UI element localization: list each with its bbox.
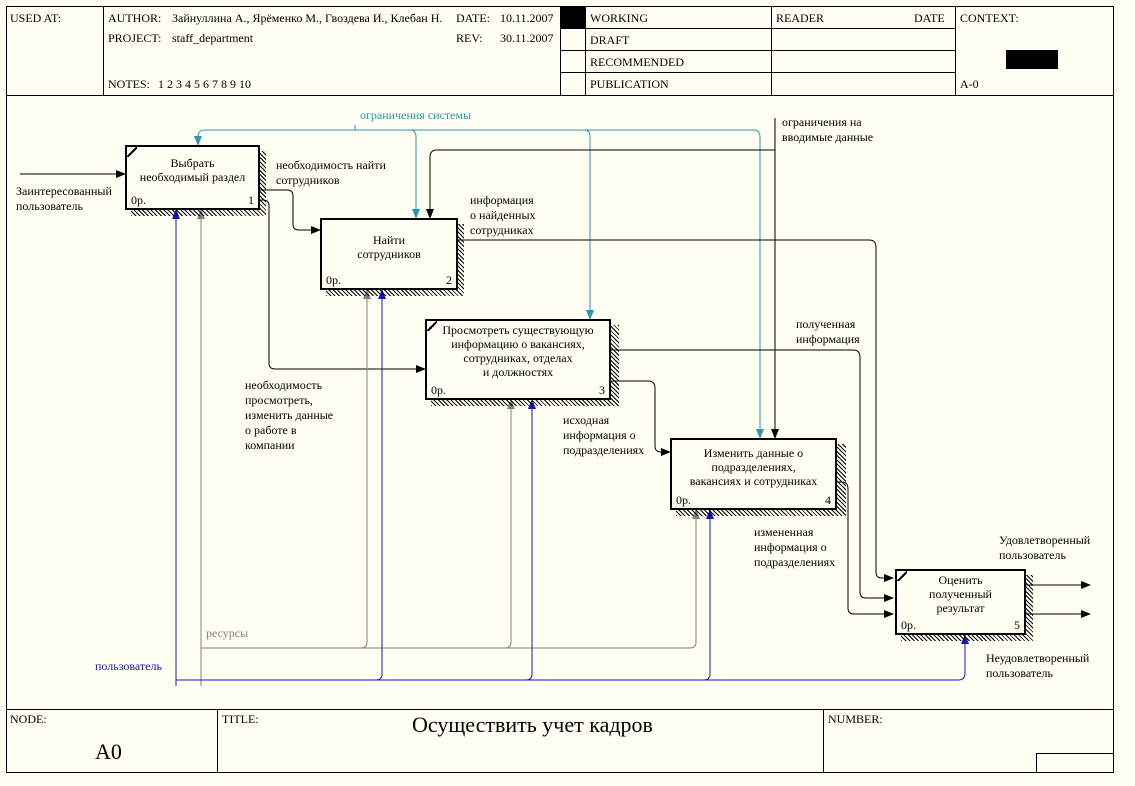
mechanism-arrows-resources [197,209,700,686]
status-draft: DRAFT [590,33,630,47]
working-marker [561,7,585,28]
used-at-label: USED AT: [10,11,62,25]
notes-label: NOTES: [108,77,150,91]
activity-box-1[interactable]: Выбрать необходимый раздел 0р. 1 [125,145,260,210]
rev-value: 30.11.2007 [500,31,554,45]
header-sep-5 [955,6,956,95]
label-system-constraints: ограничения системы [360,108,472,122]
box-4-number: 4 [825,493,831,507]
box-3-number: 3 [599,383,605,397]
project-value: staff_department [172,31,254,45]
box-1-cost: 0р. [131,193,146,207]
label-resources: ресурсы [206,626,249,640]
box-4-title: Изменить данные о подразделениях, ваканс… [689,446,818,488]
context-node: A-0 [960,77,979,91]
box-4-cost: 0р. [676,493,691,507]
diagram-title: Осуществить учет кадров [412,712,653,737]
status-working: WORKING [590,11,648,25]
footer-sep-4 [1036,753,1114,754]
box-3-title: Просмотреть существующую информацию о ва… [442,323,594,379]
context-thumbnail [1006,50,1058,69]
box-1-title: Выбрать необходимый раздел [139,156,246,184]
node-value: A0 [95,739,122,764]
label-changed-info: измененная информация о подразделениях [754,525,836,569]
box-2-number: 2 [446,273,452,287]
label-received-info: полученная информация [796,317,860,346]
rev-label: REV: [456,31,483,45]
box-corner-mark [427,321,437,331]
label-need-find: необходимость найти сотрудников [276,158,386,187]
label-need-view: необходимость просмотреть, изменить данн… [245,378,334,452]
box-corner-mark [127,147,137,157]
activity-box-4[interactable]: Изменить данные о подразделениях, ваканс… [670,438,837,510]
node-label: NODE: [10,712,47,726]
reader-label: READER [776,11,824,25]
label-unsatisfied-user: Неудовлетворенный пользователь [986,651,1090,680]
label-input-constraints: ограничения на вводимые данные [782,115,874,144]
context-label: CONTEXT: [960,11,1019,25]
date-value: 10.11.2007 [500,11,554,25]
number-label: NUMBER: [828,712,883,726]
status-sep-1 [560,28,955,29]
box-5-number: 5 [1014,618,1020,632]
date-label: DATE: [456,11,490,25]
box-2-cost: 0р. [326,273,341,287]
label-source-info: исходная информация о подразделениях [563,413,645,457]
author-label: AUTHOR: [108,11,162,25]
control-arrows-input [426,118,779,439]
notes-value: 1 2 3 4 5 6 7 8 9 10 [158,77,251,91]
control-arrows-system [194,125,764,439]
box-corner-mark [897,571,907,581]
footer-sep-1 [217,709,218,773]
box-2-title: Найти сотрудников [357,233,421,261]
status-publication: PUBLICATION [590,77,669,91]
status-sep-3 [560,72,955,73]
box-5-cost: 0р. [901,618,916,632]
footer-sep-3 [1036,753,1037,773]
footer-divider [6,709,1114,710]
status-recommended: RECOMMENDED [590,55,685,69]
label-satisfied-user: Удовлетворенный пользователь [999,533,1091,562]
label-user: пользователь [95,659,162,673]
box-1-number: 1 [248,193,254,207]
activity-box-3[interactable]: Просмотреть существующую информацию о ва… [425,319,611,400]
box-3-cost: 0р. [431,383,446,397]
reader-date-label: DATE [914,11,945,25]
label-interested-user: Заинтересованный пользователь [16,184,112,213]
footer-sep-2 [823,709,824,773]
status-sep-2 [560,50,955,51]
activity-box-2[interactable]: Найти сотрудников 0р. 2 [320,218,458,290]
author-value: Зайнуллина А., Ярёменко М., Гвоздева И.,… [172,11,443,25]
activity-box-5[interactable]: Оценить полученный результат 0р. 5 [895,569,1026,635]
mechanism-arrows-user [172,209,969,686]
header-divider [6,95,1114,96]
box-5-title: Оценить полученный результат [929,573,992,615]
project-label: PROJECT: [108,31,162,45]
header-sep-1 [103,6,104,95]
title-label: TITLE: [222,712,259,726]
label-info-found: информация о найденных сотрудниках [470,193,536,237]
